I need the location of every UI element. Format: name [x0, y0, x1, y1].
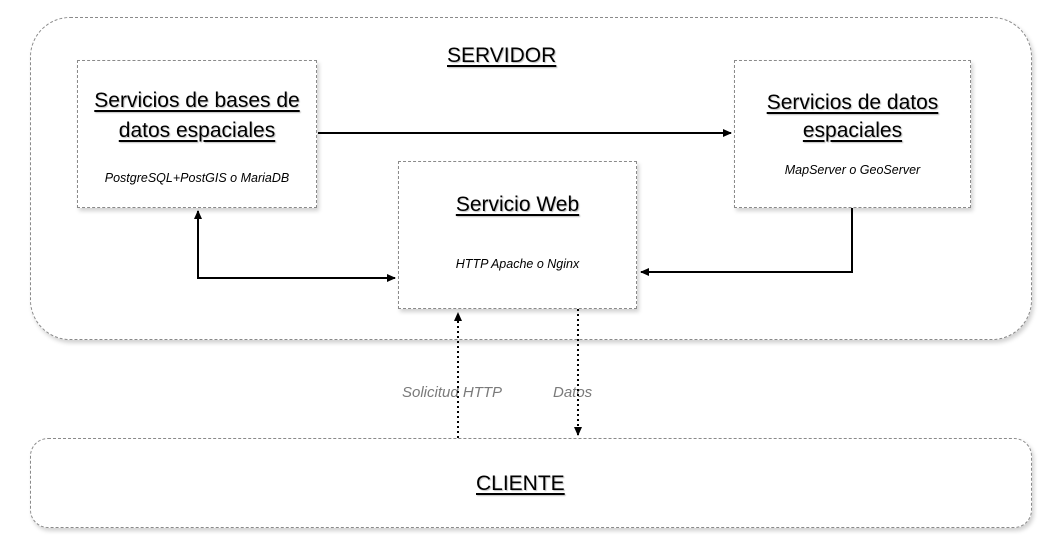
db-box-title-line1: Servicios de bases de — [94, 89, 300, 112]
spatial-box-title-line1: Servicios de datos — [766, 91, 939, 114]
spatial-box-title-line2: espaciales — [802, 119, 903, 142]
http-request-label: Solicitud HTTP — [402, 384, 503, 401]
web-db-bidirectional-arrow — [194, 210, 396, 282]
client-region — [30, 438, 1032, 528]
web-service-box: Servicio Web HTTP Apache o Nginx — [398, 161, 637, 309]
web-box-subtitle: HTTP Apache o Nginx — [455, 257, 580, 271]
client-label: CLIENTE — [476, 472, 565, 495]
db-box-subtitle: PostgreSQL+PostGIS o MariaDB — [104, 171, 290, 185]
spatial-database-services-box: Servicios de bases de datos espaciales P… — [77, 60, 317, 208]
spatial-box-subtitle: MapServer o GeoServer — [784, 163, 921, 177]
web-box-title: Servicio Web — [455, 193, 580, 216]
spatial-to-web-arrow — [640, 208, 853, 276]
db-box-title-line2: datos espaciales — [118, 119, 276, 142]
data-label: Datos — [553, 384, 593, 401]
spatial-data-services-box: Servicios de datos espaciales MapServer … — [734, 60, 971, 208]
server-label: SERVIDOR — [447, 44, 557, 67]
